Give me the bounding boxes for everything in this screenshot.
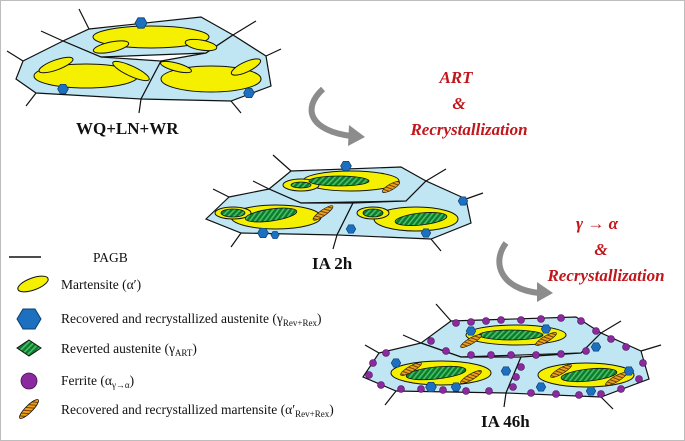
austenite-hexagon-icon	[16, 308, 42, 330]
arrow-head-2	[537, 282, 553, 302]
stage2-microstructure	[204, 154, 484, 252]
transition2-line3: Recrystallization	[546, 266, 664, 285]
legend-martensite: Martensite (α′)	[61, 277, 141, 292]
legend-reverted-austenite: Reverted austenite (γART)	[61, 341, 197, 358]
transition-arrow-2	[496, 241, 540, 296]
legend: PAGB Martensite (α′) Recovered and recry…	[9, 250, 334, 419]
transition2-line1: γ → α	[576, 214, 619, 233]
legend-recovered-austenite: Recovered and recrystallized austenite (…	[61, 311, 321, 328]
reverted-austenite-icon	[16, 339, 42, 357]
legend-ferrite: Ferrite (αγ→α)	[61, 373, 134, 390]
ferrite-circle-icon	[20, 372, 38, 390]
stage1-label: WQ+LN+WR	[76, 119, 179, 138]
transition2-line2: &	[594, 240, 608, 259]
stage3-microstructure	[362, 303, 662, 410]
transition1-line3: Recrystallization	[409, 120, 527, 139]
martensite-icon	[17, 275, 49, 293]
recovered-martensite-icon	[19, 399, 39, 419]
stage2-label: IA 2h	[312, 254, 353, 273]
transition-arrow-1	[308, 86, 352, 139]
legend-pagb: PAGB	[93, 250, 128, 265]
arrow-head-1	[348, 125, 365, 146]
stage3-label: IA 46h	[481, 412, 530, 431]
stage1-microstructure	[6, 8, 282, 114]
legend-recovered-martensite: Recovered and recrystallized martensite …	[61, 402, 334, 419]
transition1-line1: ART	[438, 68, 473, 87]
transition1-line2: &	[452, 94, 466, 113]
